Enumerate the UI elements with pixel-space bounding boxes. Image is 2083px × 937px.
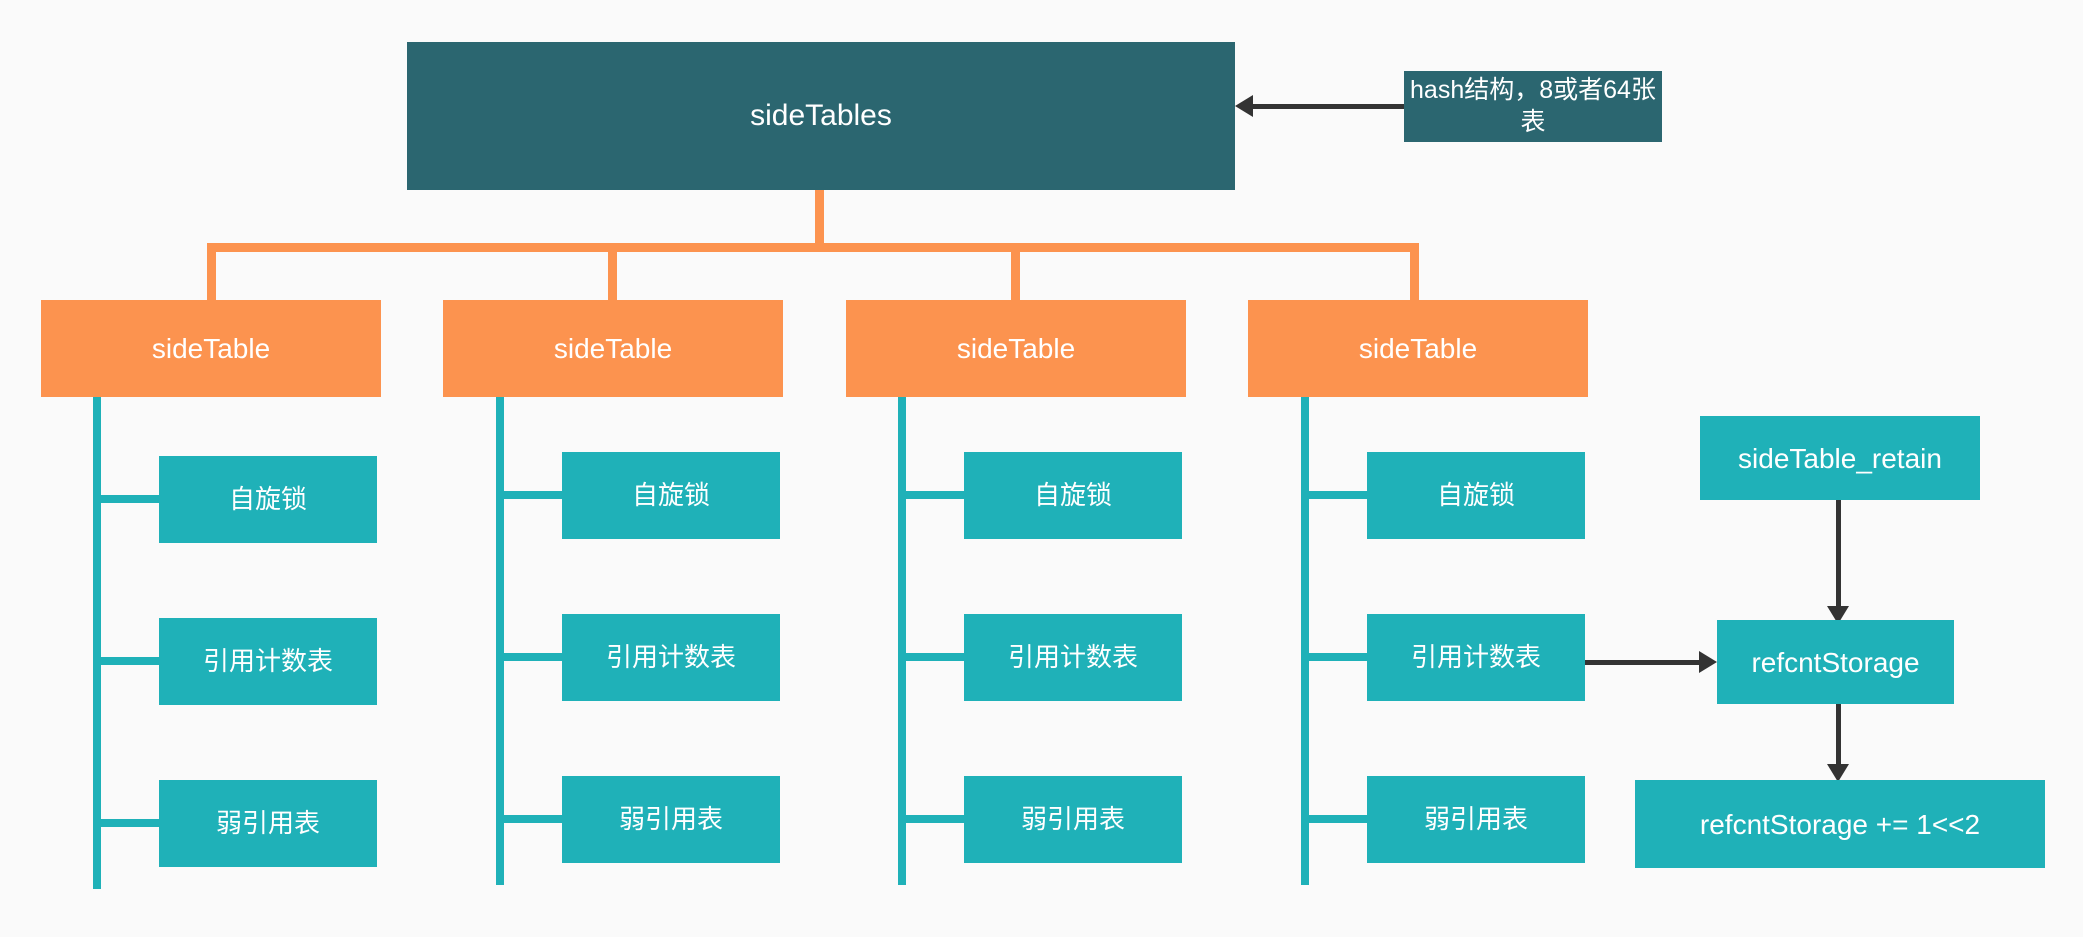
- connector-drop-table-3: [1011, 243, 1020, 300]
- node-sidetable-4[interactable]: sideTable: [1248, 300, 1588, 397]
- connector-spine-2: [496, 397, 504, 885]
- node-annotation-hash[interactable]: hash结构，8或者64张表: [1404, 71, 1662, 142]
- connector-drop-table-2: [608, 243, 617, 300]
- connector-branch-1-1: [93, 495, 159, 503]
- connector-branch-4-3: [1301, 815, 1367, 823]
- node-leaf-2-weakref-table[interactable]: 弱引用表: [562, 776, 780, 863]
- node-leaf-2-spinlock[interactable]: 自旋锁: [562, 452, 780, 539]
- node-sidetable-3[interactable]: sideTable: [846, 300, 1186, 397]
- connector-root-bus: [207, 243, 1418, 252]
- arrowhead-refcount-to-storage-icon: [1699, 651, 1717, 673]
- node-leaf-4-refcount-table[interactable]: 引用计数表: [1367, 614, 1585, 701]
- connector-branch-1-2: [93, 657, 159, 665]
- node-sidetables-root[interactable]: sideTables: [407, 42, 1235, 190]
- connector-drop-table-1: [207, 243, 216, 300]
- connector-branch-2-1: [496, 491, 562, 499]
- connector-drop-table-4: [1410, 243, 1419, 300]
- connector-branch-1-3: [93, 819, 159, 827]
- connector-branch-3-1: [898, 491, 964, 499]
- connector-spine-4: [1301, 397, 1309, 885]
- node-leaf-3-weakref-table[interactable]: 弱引用表: [964, 776, 1182, 863]
- connector-root-stem: [815, 190, 824, 248]
- connector-branch-3-2: [898, 653, 964, 661]
- connector-refcount-to-storage: [1585, 660, 1699, 665]
- node-leaf-1-spinlock[interactable]: 自旋锁: [159, 456, 377, 543]
- node-leaf-3-spinlock[interactable]: 自旋锁: [964, 452, 1182, 539]
- node-leaf-4-weakref-table[interactable]: 弱引用表: [1367, 776, 1585, 863]
- arrowhead-annotation-to-root-icon: [1235, 95, 1253, 117]
- connector-storage-to-increment: [1836, 704, 1841, 772]
- connector-branch-4-1: [1301, 491, 1367, 499]
- connector-branch-2-2: [496, 653, 562, 661]
- connector-spine-3: [898, 397, 906, 885]
- connector-annotation-to-root: [1253, 104, 1404, 109]
- node-leaf-1-weakref-table[interactable]: 弱引用表: [159, 780, 377, 867]
- connector-spine-1: [93, 397, 101, 889]
- connector-retain-to-storage: [1836, 500, 1841, 614]
- connector-branch-3-3: [898, 815, 964, 823]
- node-leaf-2-refcount-table[interactable]: 引用计数表: [562, 614, 780, 701]
- connector-branch-2-3: [496, 815, 562, 823]
- node-refcnt-storage-increment[interactable]: refcntStorage += 1<<2: [1635, 780, 2045, 868]
- node-sidetable-retain[interactable]: sideTable_retain: [1700, 416, 1980, 500]
- node-sidetable-1[interactable]: sideTable: [41, 300, 381, 397]
- node-leaf-4-spinlock[interactable]: 自旋锁: [1367, 452, 1585, 539]
- node-refcnt-storage[interactable]: refcntStorage: [1717, 620, 1954, 704]
- node-leaf-3-refcount-table[interactable]: 引用计数表: [964, 614, 1182, 701]
- arrowhead-storage-to-increment-icon: [1827, 764, 1849, 782]
- node-leaf-1-refcount-table[interactable]: 引用计数表: [159, 618, 377, 705]
- arrowhead-retain-to-storage-icon: [1827, 606, 1849, 624]
- connector-branch-4-2: [1301, 653, 1367, 661]
- node-sidetable-2[interactable]: sideTable: [443, 300, 783, 397]
